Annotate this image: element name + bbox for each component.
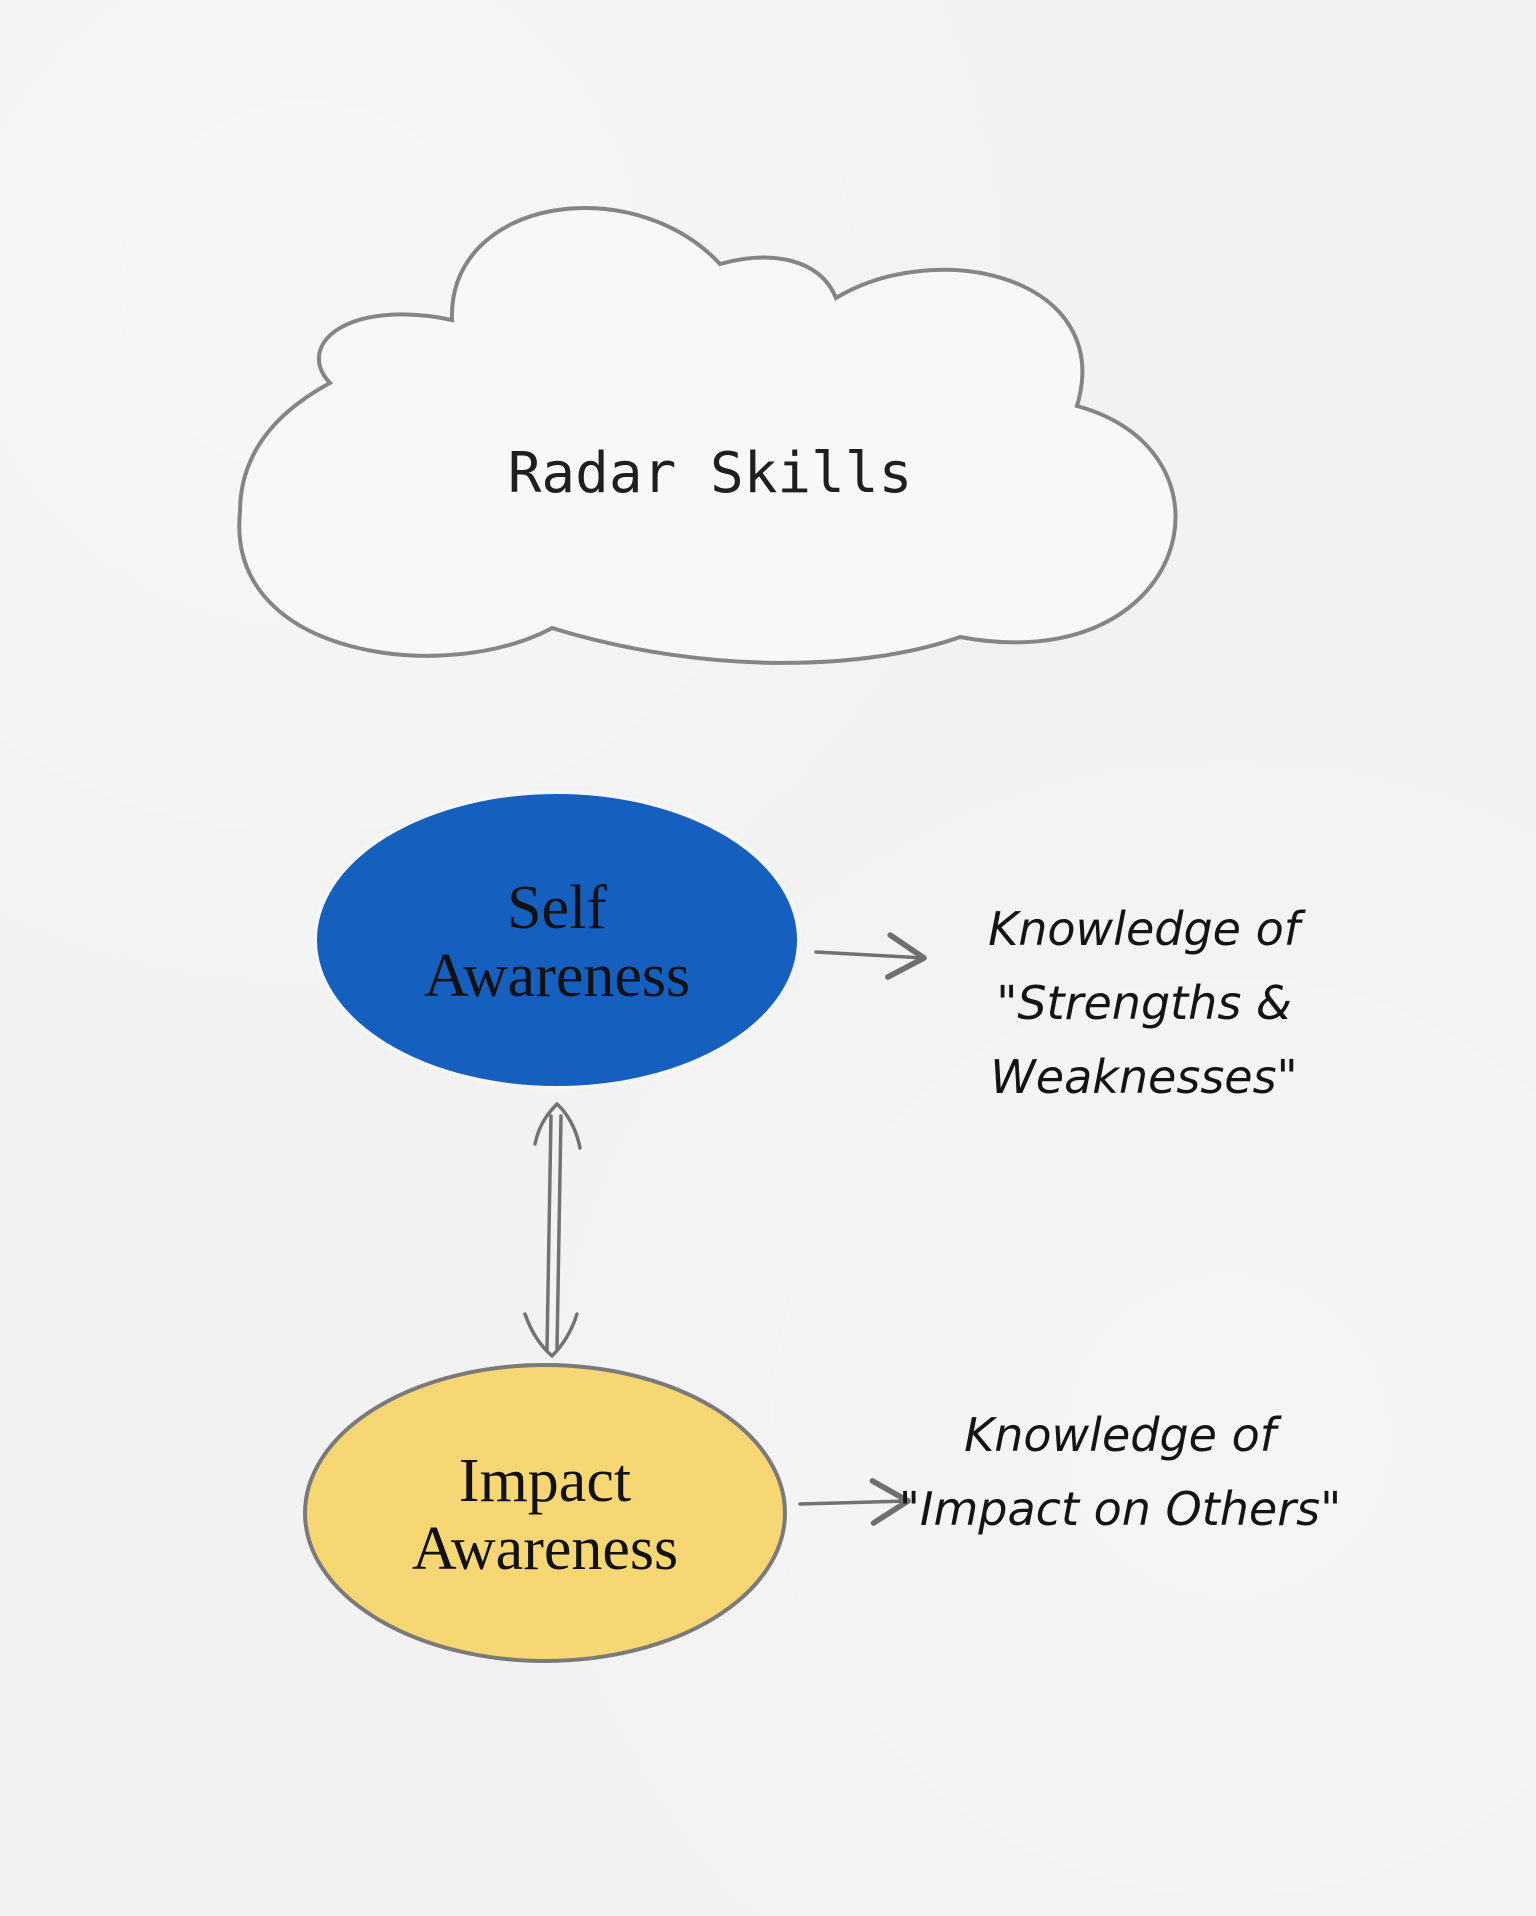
bidirectional-arrow-right-shaft [555, 1114, 563, 1351]
cloud-label: Radar Skills [508, 441, 913, 506]
self-awareness-arrow [814, 932, 927, 980]
self-awareness-label-line-1: Self [507, 874, 607, 942]
impact-awareness-node: Impact Awareness [303, 1363, 787, 1663]
self-awareness-label-line-2: Awareness [424, 942, 690, 1010]
impact-awareness-ellipse [303, 1363, 787, 1663]
self-awareness-note-line-2: "Strengths & [996, 976, 1292, 1030]
radar-skills-cloud: Radar Skills [237, 206, 1178, 665]
impact-awareness-note-line-2: "Impact on Others" [899, 1482, 1342, 1536]
self-awareness-ellipse [313, 790, 801, 1090]
bidirectional-arrow-bottom-head [523, 1312, 579, 1358]
self-awareness-note: Knowledge of "Strengths & Weaknesses" [988, 902, 1306, 1104]
cloud-shape [237, 206, 1178, 665]
impact-awareness-note-line-1: Knowledge of [964, 1408, 1282, 1462]
self-awareness-node: Self Awareness [313, 790, 801, 1090]
impact-awareness-note: Knowledge of "Impact on Others" [899, 1408, 1342, 1536]
self-awareness-note-line-3: Weaknesses" [990, 1050, 1297, 1104]
bidirectional-arrow [523, 1102, 582, 1358]
bidirectional-arrow-top-head [533, 1102, 582, 1150]
bidirectional-arrow-left-shaft [545, 1114, 553, 1351]
impact-awareness-label-line-2: Awareness [412, 1515, 678, 1583]
impact-awareness-label-line-1: Impact [459, 1447, 631, 1515]
self-awareness-note-line-1: Knowledge of [988, 902, 1306, 956]
impact-awareness-arrow [798, 1478, 911, 1526]
